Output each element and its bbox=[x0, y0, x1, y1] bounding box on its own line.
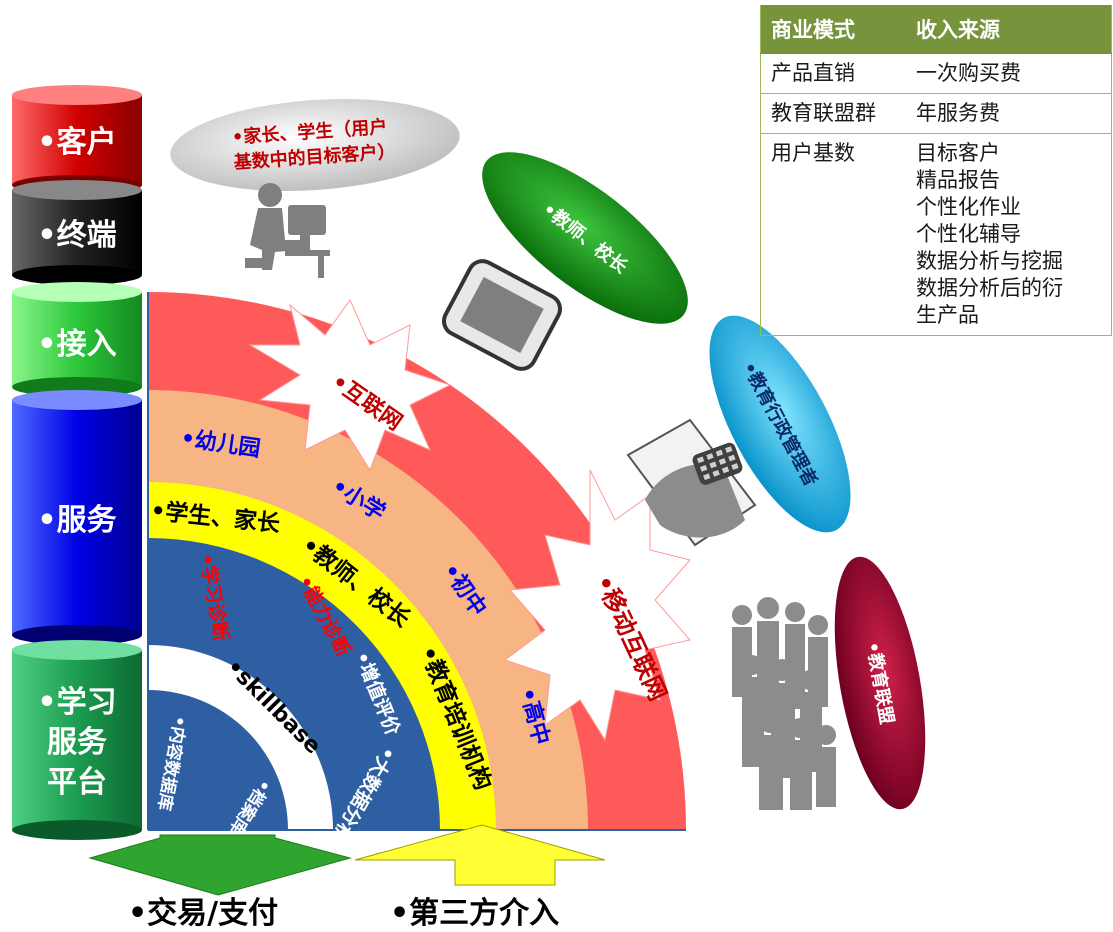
parents-students-ellipse bbox=[170, 98, 460, 192]
table-row: 产品直销 一次购买费 bbox=[760, 53, 1112, 94]
layer-terminal-cylinder bbox=[12, 180, 142, 285]
payment-arrow-down bbox=[88, 834, 352, 896]
payment-label: •交易/支付 bbox=[128, 896, 279, 931]
layer-service-label: •服务 bbox=[37, 503, 116, 538]
layer-customer-label: •客户 bbox=[37, 125, 116, 160]
table-cell-model: 用户基数 bbox=[760, 133, 906, 336]
person-at-computer-icon bbox=[245, 183, 330, 278]
layer-terminal-label: •终端 bbox=[37, 218, 116, 253]
hand-calculator-icon bbox=[626, 418, 757, 547]
layer-platform-label-3: 平台 bbox=[47, 765, 107, 800]
tablet-icon bbox=[442, 259, 562, 371]
table-cell-income: 一次购买费 bbox=[906, 53, 1112, 94]
table-cell-model: 教育联盟群 bbox=[760, 93, 906, 134]
teachers-principals-ellipse bbox=[482, 152, 688, 324]
business-model-table: 商业模式 收入来源 产品直销 一次购买费 教育联盟群 年服务费 用户基数 目标客… bbox=[760, 5, 1112, 336]
layer-service-cylinder bbox=[12, 390, 142, 645]
group-of-people-icon bbox=[732, 597, 836, 810]
table-cell-income: 年服务费 bbox=[906, 93, 1112, 134]
mobile-internet-starburst bbox=[503, 469, 691, 742]
ring-core-blue bbox=[148, 690, 288, 830]
internet-starburst bbox=[248, 298, 452, 472]
table-header-model: 商业模式 bbox=[760, 5, 906, 54]
layer-access-cylinder bbox=[12, 282, 142, 397]
table-header-income: 收入来源 bbox=[906, 5, 1112, 54]
education-admin-ellipse bbox=[709, 315, 851, 533]
third-party-arrow-up bbox=[354, 824, 606, 886]
layer-platform-label-1: •学习 bbox=[37, 685, 116, 720]
table-cell-income: 目标客户 精品报告 个性化作业 个性化辅导 数据分析与挖掘 数据分析后的衍 生产… bbox=[906, 133, 1112, 336]
table-row: 用户基数 目标客户 精品报告 个性化作业 个性化辅导 数据分析与挖掘 数据分析后… bbox=[760, 133, 1112, 336]
education-alliance-ellipse bbox=[834, 556, 926, 810]
table-cell-model: 产品直销 bbox=[760, 53, 906, 94]
table-row: 教育联盟群 年服务费 bbox=[760, 93, 1112, 134]
layer-platform-cylinder bbox=[12, 640, 142, 840]
layer-access-label: •接入 bbox=[37, 327, 116, 362]
third-party-label: •第三方介入 bbox=[390, 896, 560, 931]
table-header-row: 商业模式 收入来源 bbox=[760, 5, 1112, 54]
layer-platform-label-2: 服务 bbox=[47, 725, 107, 760]
